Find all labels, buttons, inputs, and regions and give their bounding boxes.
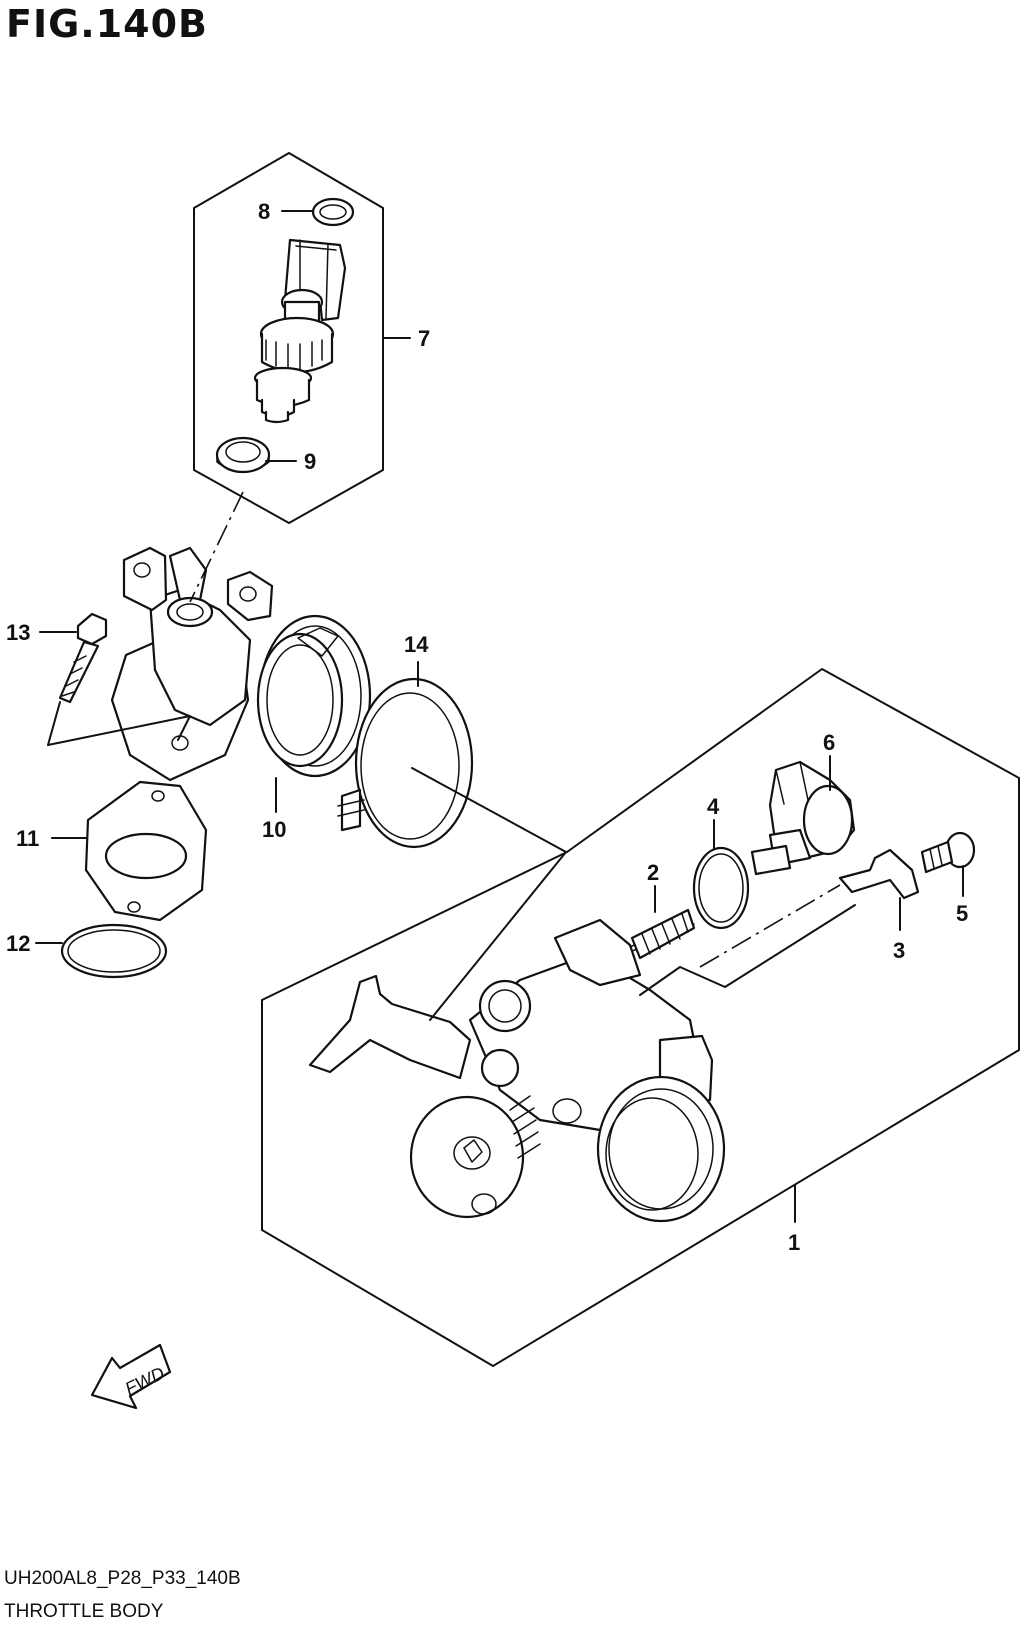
throttle-body-group-outline — [261, 668, 1020, 1367]
part-5-screw — [920, 831, 976, 874]
callout-12: 12 — [6, 931, 30, 956]
callout-6: 6 — [823, 730, 835, 755]
callout-labels: 1 2 3 4 5 6 7 8 9 10 11 12 13 14 — [6, 199, 968, 1255]
callout-11: 11 — [16, 826, 39, 851]
callout-13: 13 — [6, 620, 30, 645]
fwd-direction-arrow: FWD — [90, 1343, 172, 1410]
callout-4: 4 — [707, 794, 720, 819]
part-4-o-ring — [692, 846, 750, 930]
callout-2: 2 — [647, 860, 659, 885]
callout-5: 5 — [956, 901, 968, 926]
figure-title: FIG.140B — [6, 2, 209, 46]
diagram-code: UH200AL8_P28_P33_140B — [4, 1568, 241, 1589]
callout-1: 1 — [788, 1230, 800, 1255]
callout-8: 8 — [258, 199, 270, 224]
callout-3: 3 — [893, 938, 905, 963]
part-3-bracket — [838, 848, 920, 900]
callout-10: 10 — [262, 817, 286, 842]
part-10-intake-pipe — [110, 546, 372, 782]
injector-group-outline — [193, 152, 384, 524]
part-8-o-ring — [311, 197, 355, 227]
part-6-sensor — [750, 760, 856, 876]
leader-lines — [35, 210, 964, 1223]
part-1-throttle-body — [308, 918, 726, 1223]
callout-14: 14 — [404, 632, 429, 657]
part-2-spring — [627, 908, 696, 960]
part-11-insulator — [84, 780, 208, 922]
callout-9: 9 — [304, 449, 316, 474]
callout-7: 7 — [418, 326, 430, 351]
part-7-fuel-injector — [253, 238, 347, 424]
part-9-injector-seal — [215, 436, 271, 474]
part-14-hose-clamp — [337, 677, 474, 849]
part-12-o-ring — [60, 923, 168, 979]
diagram-caption: THROTTLE BODY — [4, 1601, 164, 1622]
part-13-bolt — [58, 612, 108, 704]
